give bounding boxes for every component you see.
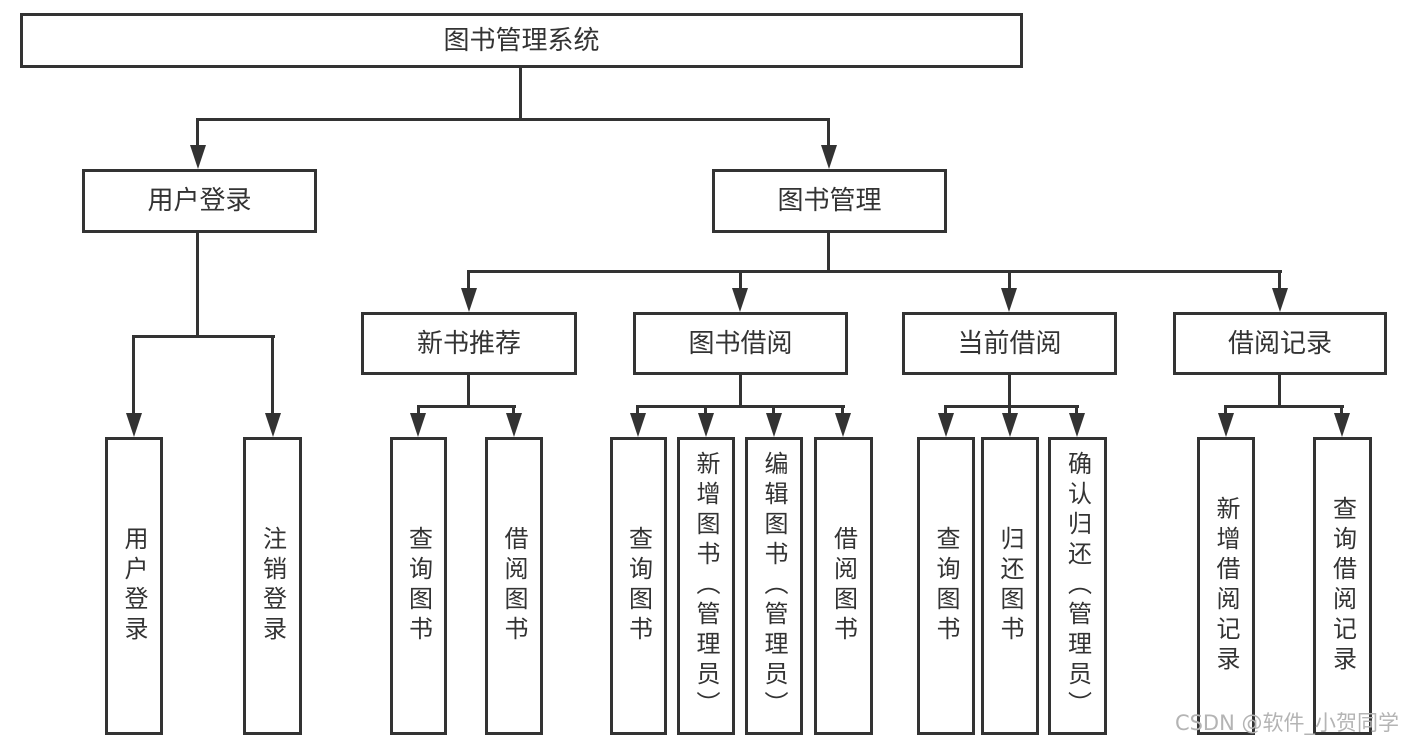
arrow-down-icon	[1001, 288, 1017, 312]
leaf-borrow-borrow-books: 借阅图书	[814, 437, 873, 735]
node-root: 图书管理系统	[20, 13, 1023, 68]
connector-line	[1008, 405, 1011, 417]
arrow-down-icon	[630, 413, 646, 437]
connector-line	[636, 405, 639, 417]
arrow-down-icon	[732, 288, 748, 312]
connector-line	[1340, 405, 1343, 417]
connector-line	[772, 405, 775, 417]
leaf-recommend-query-books: 查询图书	[390, 437, 447, 735]
arrow-down-icon	[1069, 413, 1085, 437]
node-book-mgmt: 图书管理	[712, 169, 947, 233]
branch-line	[132, 335, 275, 338]
node-current-borrow-label: 当前借阅	[957, 328, 1062, 359]
leaf-user-login: 用户登录	[105, 437, 163, 735]
connector-line	[196, 233, 199, 337]
connector-line	[827, 118, 830, 148]
connector-line	[739, 270, 742, 290]
leaf-current-confirm-return-admin: 确认归还（管理员）	[1048, 437, 1107, 735]
connector-line	[1008, 375, 1011, 407]
leaf-borrow-edit-books-admin: 编辑图书（管理员）	[745, 437, 803, 735]
leaf-records-add-record-label: 新增借阅记录	[1212, 496, 1240, 676]
arrow-down-icon	[1334, 413, 1350, 437]
connector-line	[512, 405, 515, 417]
leaf-current-query-books-label: 查询图书	[932, 526, 960, 646]
leaf-records-query-record-label: 查询借阅记录	[1328, 496, 1357, 676]
arrow-down-icon	[506, 413, 522, 437]
branch-line	[1224, 405, 1344, 408]
node-borrow-records: 借阅记录	[1173, 312, 1387, 375]
arrow-down-icon	[1002, 413, 1018, 437]
node-new-books-label: 新书推荐	[416, 328, 521, 359]
node-user-login-label: 用户登录	[147, 186, 252, 216]
connector-line	[1075, 405, 1078, 417]
leaf-records-add-record: 新增借阅记录	[1197, 437, 1255, 735]
arrow-down-icon	[190, 145, 206, 169]
connector-line	[196, 118, 199, 148]
connector-line	[1278, 375, 1281, 407]
connector-line	[1224, 405, 1227, 417]
connector-line	[132, 335, 135, 415]
arrow-down-icon	[126, 413, 142, 437]
leaf-current-query-books: 查询图书	[917, 437, 975, 735]
csdn-watermark: CSDN @软件_小贺同学	[1174, 711, 1399, 735]
leaf-borrow-edit-books-admin-label: 编辑图书（管理员）	[760, 451, 788, 721]
leaf-current-confirm-return-admin-label: 确认归还（管理员）	[1063, 451, 1092, 721]
leaf-borrow-add-books-admin-label: 新增图书（管理员）	[692, 451, 720, 721]
branch-line	[417, 405, 516, 408]
leaf-logout-label: 注销登录	[258, 526, 287, 646]
leaf-recommend-query-books-label: 查询图书	[404, 526, 433, 646]
connector-line	[417, 405, 420, 417]
leaf-current-return-books-label: 归还图书	[996, 526, 1024, 646]
node-book-borrow-label: 图书借阅	[688, 328, 793, 359]
connector-line	[519, 68, 522, 118]
arrow-down-icon	[698, 413, 714, 437]
node-current-borrow: 当前借阅	[902, 312, 1117, 375]
node-book-mgmt-label: 图书管理	[777, 186, 882, 216]
connector-line	[841, 405, 844, 417]
arrow-down-icon	[766, 413, 782, 437]
arrow-down-icon	[461, 288, 477, 312]
leaf-borrow-query-books-label: 查询图书	[624, 526, 653, 646]
connector-line	[467, 270, 470, 290]
leaf-user-login-label: 用户登录	[120, 526, 148, 646]
arrow-down-icon	[938, 413, 954, 437]
connector-line	[1008, 270, 1011, 290]
node-borrow-records-label: 借阅记录	[1227, 328, 1332, 359]
arrow-down-icon	[410, 413, 426, 437]
leaf-records-query-record: 查询借阅记录	[1313, 437, 1372, 735]
branch-line	[467, 270, 1282, 273]
leaf-borrow-add-books-admin: 新增图书（管理员）	[677, 437, 735, 735]
node-user-login: 用户登录	[82, 169, 317, 233]
connector-line	[467, 375, 470, 407]
arrow-down-icon	[265, 413, 281, 437]
arrow-down-icon	[1272, 288, 1288, 312]
branch-line	[944, 405, 1079, 408]
leaf-borrow-borrow-books-label: 借阅图书	[829, 526, 858, 646]
leaf-borrow-query-books: 查询图书	[610, 437, 667, 735]
node-new-books: 新书推荐	[361, 312, 577, 375]
node-book-borrow: 图书借阅	[633, 312, 848, 375]
arrow-down-icon	[835, 413, 851, 437]
connector-line	[704, 405, 707, 417]
leaf-logout: 注销登录	[243, 437, 302, 735]
arrow-down-icon	[1218, 413, 1234, 437]
leaf-recommend-borrow-books-label: 借阅图书	[500, 526, 528, 646]
connector-line	[1278, 270, 1281, 290]
connector-line	[739, 375, 742, 407]
arrow-down-icon	[821, 145, 837, 169]
connector-line	[827, 233, 830, 272]
connector-line	[944, 405, 947, 417]
leaf-current-return-books: 归还图书	[981, 437, 1039, 735]
connector-line	[271, 335, 274, 415]
leaf-recommend-borrow-books: 借阅图书	[485, 437, 543, 735]
node-root-label: 图书管理系统	[443, 25, 600, 56]
branch-line	[196, 118, 830, 121]
branch-line	[636, 405, 845, 408]
